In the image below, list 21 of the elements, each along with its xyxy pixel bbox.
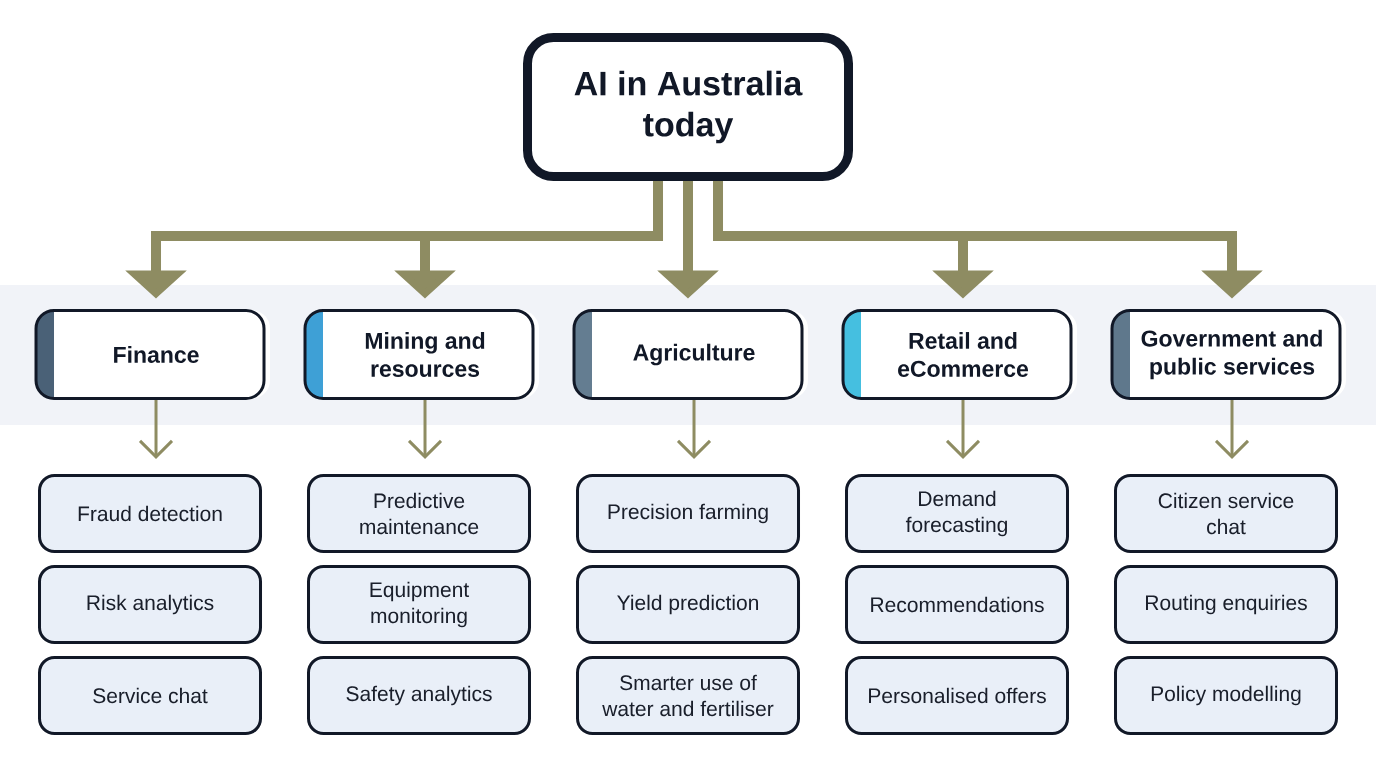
title-box: AI in Australia today	[523, 33, 853, 181]
use-case-box: Recommendations	[845, 565, 1069, 644]
use-case-box: Safety analytics	[307, 656, 531, 735]
use-case-box: Citizen service chat	[1114, 474, 1338, 553]
use-case-box: Fraud detection	[38, 474, 262, 553]
use-case-box: Policy modelling	[1114, 656, 1338, 735]
category-box: Retail and eCommerce	[841, 309, 1077, 400]
use-case-box: Personalised offers	[845, 656, 1069, 735]
use-case-box: Risk analytics	[38, 565, 262, 644]
use-case-box: Predictive maintenance	[307, 474, 531, 553]
use-case-box: Equipment monitoring	[307, 565, 531, 644]
use-case-box: Demand forecasting	[845, 474, 1069, 553]
category-box: Finance	[34, 309, 270, 400]
use-case-box: Routing enquiries	[1114, 565, 1338, 644]
use-case-box: Service chat	[38, 656, 262, 735]
category-box: Agriculture	[572, 309, 808, 400]
use-case-box: Precision farming	[576, 474, 800, 553]
use-case-box: Smarter use of water and fertiliser	[576, 656, 800, 735]
use-case-box: Yield prediction	[576, 565, 800, 644]
category-box: Government and public services	[1110, 309, 1346, 400]
category-box: Mining and resources	[303, 309, 539, 400]
